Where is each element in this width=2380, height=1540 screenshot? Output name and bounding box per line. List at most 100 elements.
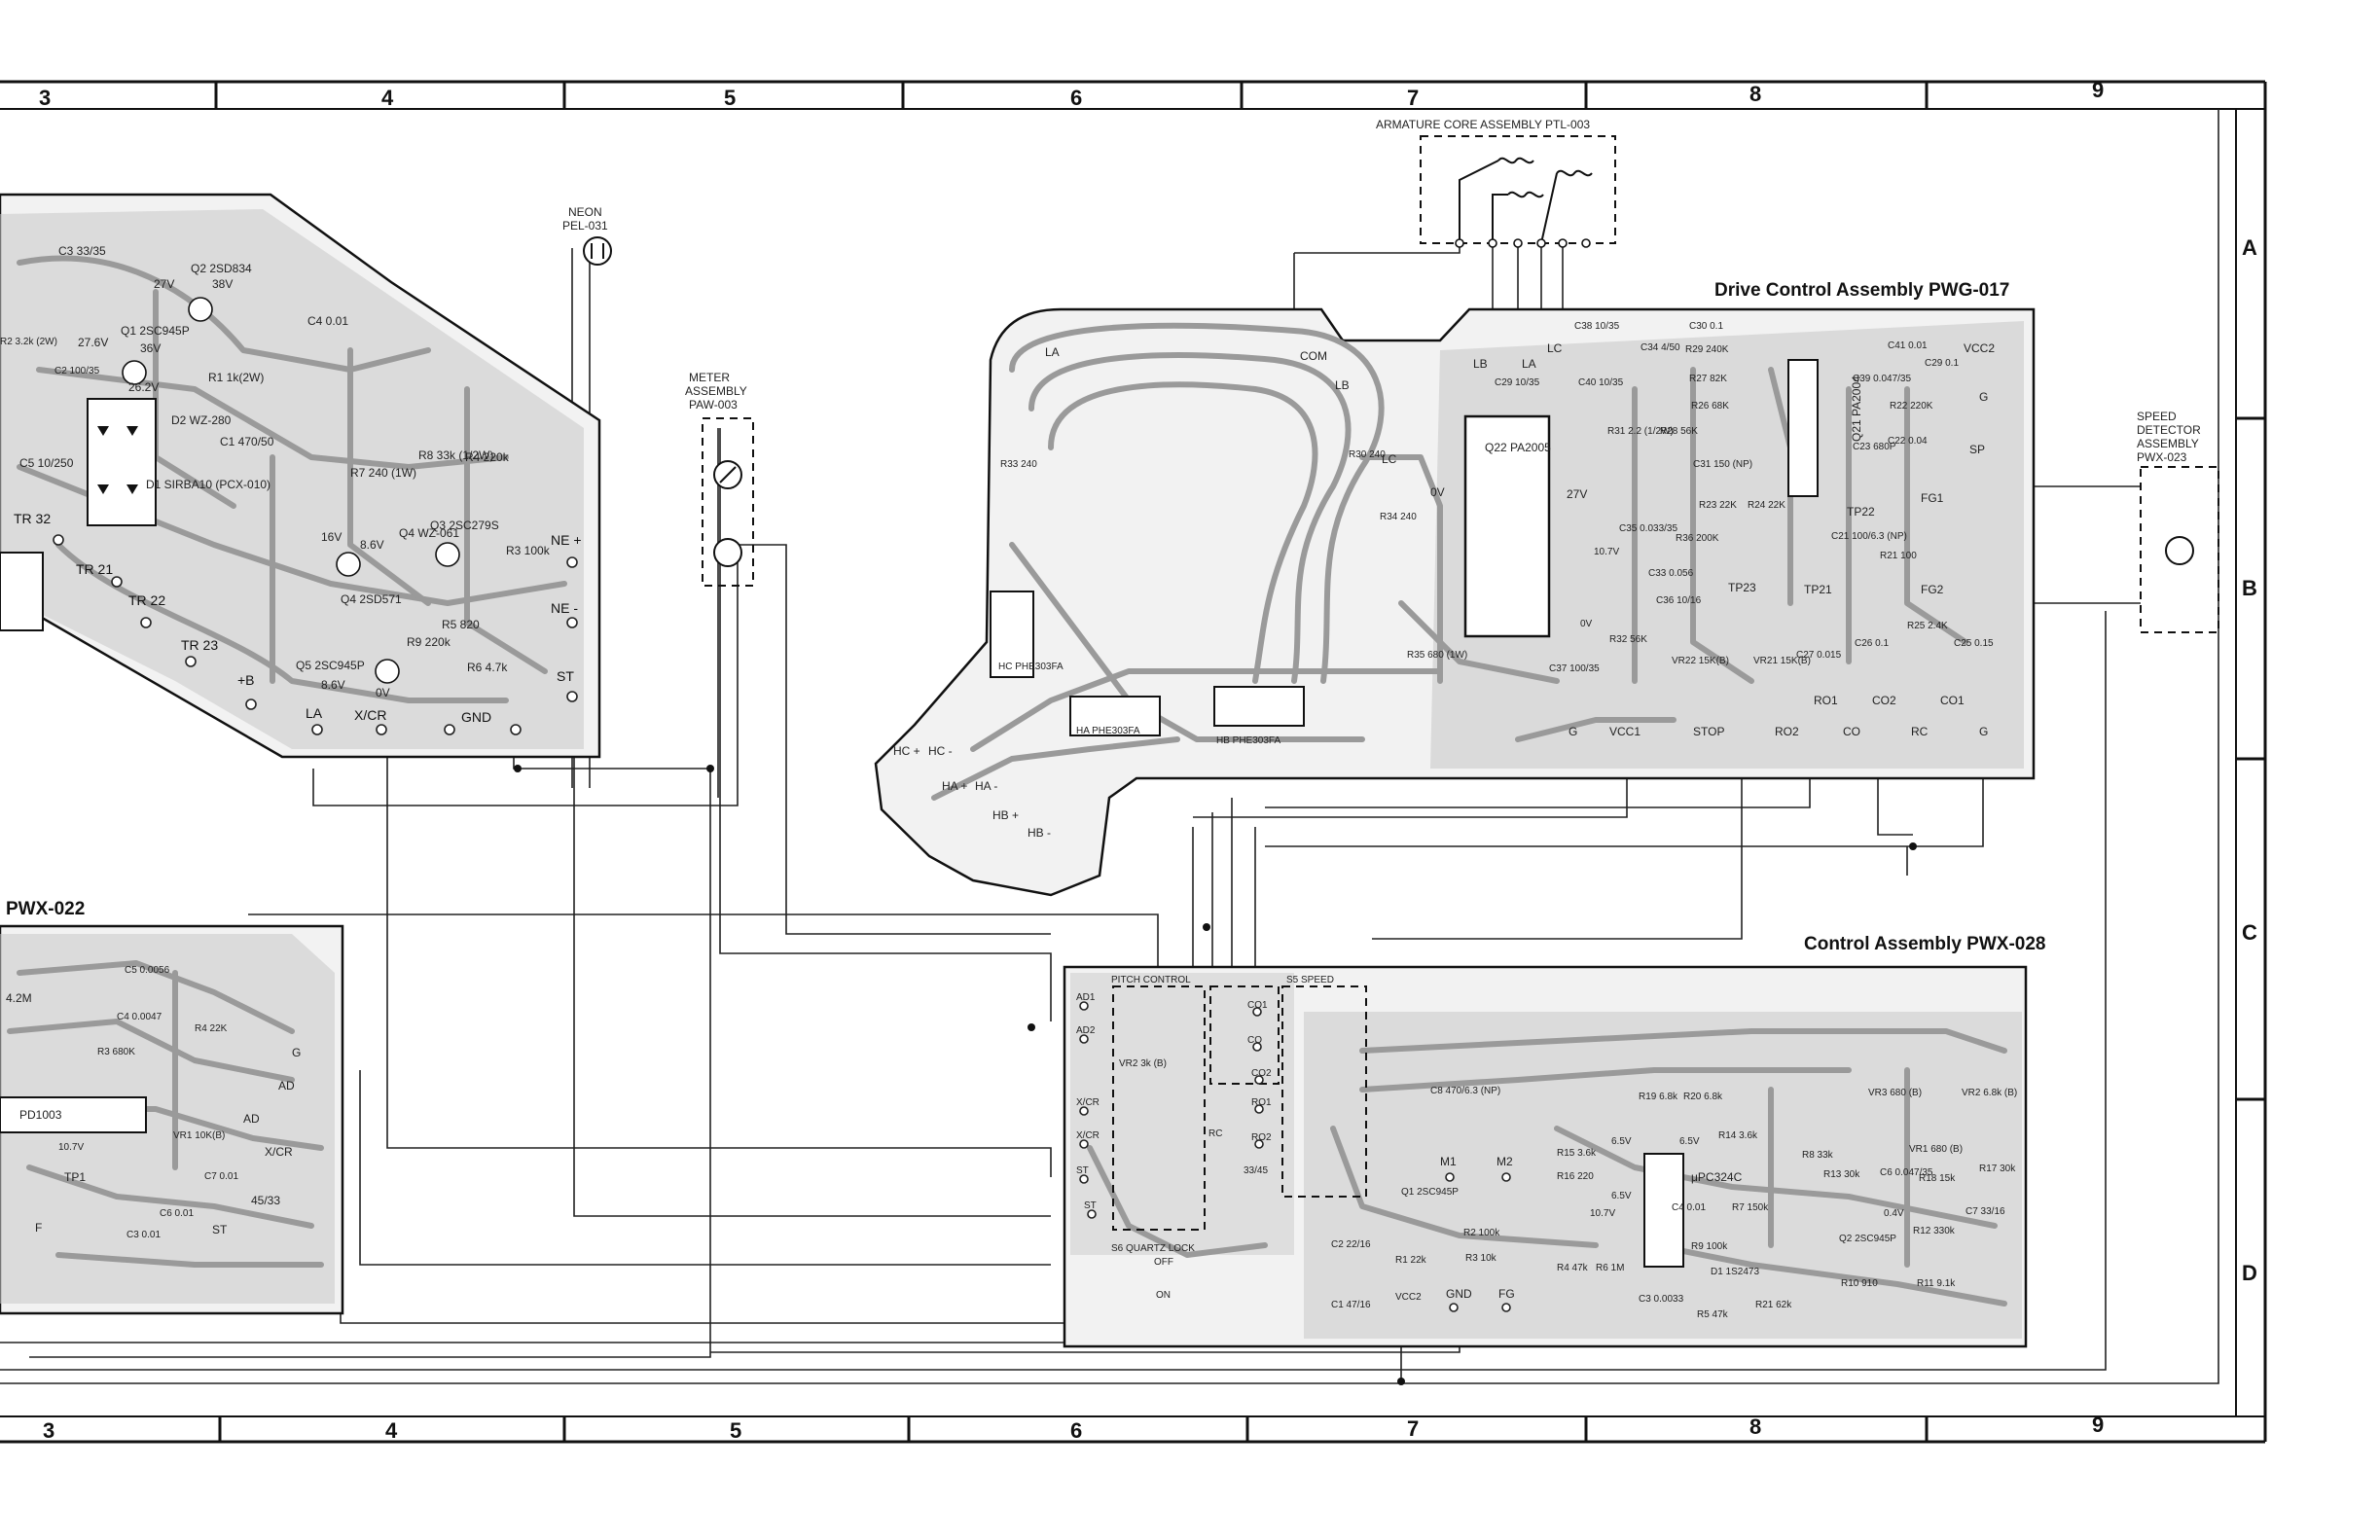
- component-q2: Q2 2SD834: [191, 262, 252, 275]
- component-r3: R3 100k: [506, 544, 551, 557]
- ctrl-t16: FG: [1498, 1287, 1515, 1301]
- drive-t19: HB +: [992, 808, 1019, 822]
- ctrl-c40: 0.4V: [1884, 1208, 1904, 1219]
- drive-c51: TP21: [1804, 583, 1832, 596]
- drive-c26: C35 0.033/35: [1619, 523, 1677, 534]
- voltage-26-2v: 26.2V: [128, 380, 159, 394]
- component-q4: Q4 2SD571: [341, 592, 402, 606]
- speed-label-2: DETECTOR: [2137, 423, 2201, 437]
- ctrl-c8: R19 6.8k: [1639, 1092, 1678, 1102]
- drive-c3: LB: [1473, 357, 1488, 371]
- ctrl-c17: μPC324C: [1691, 1170, 1743, 1184]
- grid-row-c: C: [2242, 920, 2257, 945]
- ll-c5: PD1003: [19, 1108, 62, 1122]
- drive-c11: Q22 PA2005: [1485, 441, 1551, 454]
- ll-c7: VR1 10K(B): [173, 1130, 225, 1141]
- drive-c18: C30 0.1: [1689, 321, 1723, 332]
- ctrl-c27: VR3 680 (B): [1868, 1088, 1922, 1098]
- ctrl-l1: S5 SPEED: [1286, 975, 1334, 985]
- voltage-38v: 38V: [212, 277, 233, 291]
- drive-t4: FG2: [1921, 583, 1944, 596]
- drive-c14: LC: [1382, 452, 1397, 466]
- ctrl-l4: ON: [1156, 1290, 1171, 1301]
- drive-t5: RO1: [1814, 694, 1838, 707]
- terminal-tr32: TR 32: [14, 511, 51, 526]
- drive-t11: RO2: [1775, 725, 1799, 738]
- grid-col-top-4: 4: [381, 86, 394, 110]
- control-board-title: Control Assembly PWX-028: [1804, 934, 2045, 954]
- drive-c33: R35 680 (1W): [1407, 650, 1467, 661]
- drive-t15: HC +: [893, 744, 920, 758]
- grid-col-top-8: 8: [1749, 82, 1761, 106]
- ctrl-t0: AD1: [1076, 992, 1096, 1003]
- ctrl-c6: R2 100k: [1463, 1228, 1500, 1238]
- terminal-ne-plus: NE +: [551, 532, 582, 548]
- ctrl-t9: RO1: [1251, 1097, 1272, 1108]
- meter-assembly: METER ASSEMBLY PAW-003: [685, 371, 754, 587]
- grid-row-b: B: [2242, 576, 2257, 600]
- ctrl-c16: 10.7V: [1590, 1208, 1615, 1219]
- ctrl-c25: R4 47k: [1557, 1263, 1589, 1273]
- grid-col-bottom-9: 9: [2092, 1413, 2104, 1437]
- voltage-8-6v-b: 8.6V: [321, 678, 345, 692]
- drive-c10: R31 2.2 (1/2W): [1607, 426, 1674, 437]
- voltage-36v: 36V: [140, 341, 161, 355]
- ctrl-t6: CO1: [1247, 1000, 1268, 1011]
- ctrl-c24: C3 0.0033: [1639, 1294, 1684, 1305]
- ic-q21: [1787, 359, 1819, 497]
- grid-row-d: D: [2242, 1261, 2257, 1285]
- ll-t2: AD: [243, 1112, 260, 1126]
- terminal-tr22: TR 22: [128, 592, 165, 608]
- meter-label-3: PAW-003: [689, 398, 738, 412]
- ctrl-c19: R7 150k: [1732, 1202, 1769, 1213]
- ctrl-c31: R13 30k: [1823, 1169, 1860, 1180]
- ctrl-c15: 6.5V: [1611, 1191, 1632, 1201]
- grid-col-bottom-7: 7: [1407, 1416, 1419, 1441]
- drive-c47: C26 0.1: [1855, 638, 1889, 649]
- ctrl-c23: R5 47k: [1697, 1309, 1729, 1320]
- ctrl-t11: RO2: [1251, 1132, 1272, 1143]
- drive-t16: HC -: [928, 744, 953, 758]
- ctrl-t1: AD2: [1076, 1025, 1096, 1036]
- drive-c13: R34 240: [1380, 512, 1417, 522]
- ll-t3: X/CR: [265, 1145, 293, 1159]
- drive-c52: TP23: [1728, 581, 1756, 594]
- drive-c38: C41 0.01: [1888, 340, 1928, 351]
- drive-t20: HB -: [1028, 826, 1051, 840]
- drive-c36: 0V: [1580, 619, 1593, 629]
- ic-pd1003: [0, 1096, 147, 1133]
- drive-t18: HA -: [975, 779, 997, 793]
- drive-c2: LB: [1335, 378, 1350, 392]
- component-q1: Q1 2SC945P: [121, 324, 190, 338]
- ctrl-c7: R3 10k: [1465, 1253, 1497, 1264]
- ll-c0: C5 0.0056: [125, 965, 170, 976]
- left-power-board: C3 33/35 Q2 2SD834 27V 38V 27.6V Q1 2SC9…: [0, 193, 601, 759]
- armature-label: ARMATURE CORE ASSEMBLY PTL-003: [1376, 118, 1590, 131]
- drive-t17: HA +: [942, 779, 967, 793]
- component-q4-zener: Q4 WZ-061: [399, 526, 459, 540]
- ctrl-c10: 6.5V: [1611, 1136, 1632, 1147]
- drive-c12: R30 240: [1349, 449, 1386, 460]
- ctrl-c13: R15 3.6k: [1557, 1148, 1597, 1159]
- component-c1: C1 470/50: [220, 435, 274, 448]
- component-r8: R8 33k (1/2W): [418, 448, 493, 462]
- ctrl-l0: PITCH CONTROL: [1111, 975, 1191, 985]
- drive-c53: HC PHE303FA: [998, 662, 1064, 672]
- ll-c4: R3 680K: [97, 1047, 135, 1057]
- drive-c37: Q21 PA2004: [1850, 376, 1863, 442]
- ctrl-c26: R6 1M: [1596, 1263, 1624, 1273]
- ctrl-c5: R1 22k: [1395, 1255, 1427, 1266]
- ctrl-c11: 6.5V: [1679, 1136, 1700, 1147]
- ctrl-c32: C6 0.047/35: [1880, 1167, 1933, 1178]
- drive-c0: LA: [1045, 345, 1060, 359]
- grid-col-top-9: 9: [2092, 78, 2104, 102]
- meter-label-2: ASSEMBLY: [685, 384, 747, 398]
- drive-c55: HB PHE303FA: [1216, 735, 1280, 746]
- grid-col-top-7: 7: [1407, 86, 1419, 110]
- hall-element-hb: [1213, 686, 1305, 727]
- drive-c6: C38 10/35: [1574, 321, 1620, 332]
- ll-c8: C7 0.01: [204, 1171, 238, 1182]
- speed-label-1: SPEED: [2137, 410, 2177, 423]
- ctrl-c34: R17 30k: [1979, 1164, 2016, 1174]
